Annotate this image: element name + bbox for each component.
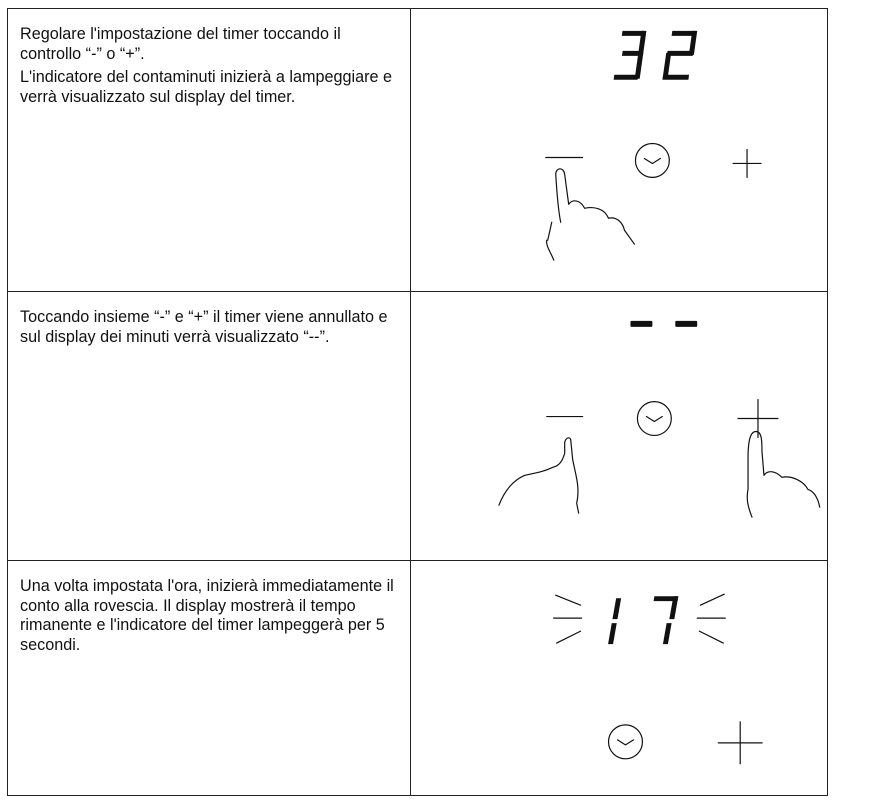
display-digits (608, 596, 679, 645)
timer-display-illustration (545, 30, 762, 261)
display-digits (630, 320, 698, 327)
instruction-table: Regolare l'impostazione del timer toccan… (7, 8, 828, 796)
plus-icon (732, 148, 762, 179)
illustration-cell (411, 292, 827, 560)
clock-icon (636, 400, 672, 437)
instruction-text-cell: Una volta impostata l'ora, inizierà imme… (8, 561, 411, 795)
pointing-hand-icon (546, 168, 636, 261)
instruction-paragraph: Regolare l'impostazione del timer toccan… (20, 25, 341, 63)
instruction-text-cell: Regolare l'impostazione del timer toccan… (8, 9, 411, 291)
instruction-paragraph: Toccando insieme “-” e “+” il timer vien… (20, 308, 388, 346)
timer-display-illustration (553, 593, 763, 765)
pointing-hand-icon (498, 437, 580, 514)
plus-icon (717, 721, 763, 765)
display-digits (613, 30, 698, 80)
instruction-row-cancel: Toccando insieme “-” e “+” il timer vien… (8, 292, 827, 561)
plus-icon (737, 399, 779, 439)
instruction-paragraph: Una volta impostata l'ora, inizierà imme… (20, 577, 394, 654)
timer-display-illustration (498, 320, 821, 518)
illustration-cell (411, 561, 827, 795)
clock-icon (634, 142, 670, 179)
instruction-text-cell: Toccando insieme “-” e “+” il timer vien… (8, 292, 411, 560)
instruction-row-adjust: Regolare l'impostazione del timer toccan… (8, 9, 827, 292)
blink-rays-icon (553, 594, 583, 644)
blink-rays-icon (696, 593, 726, 644)
instruction-paragraph: L'indicatore del contaminuti inizierà a … (20, 68, 393, 106)
pointing-hand-icon (746, 430, 821, 518)
clock-icon (607, 724, 644, 760)
illustration-cell (411, 9, 827, 291)
instruction-row-countdown: Una volta impostata l'ora, inizierà imme… (8, 561, 827, 795)
